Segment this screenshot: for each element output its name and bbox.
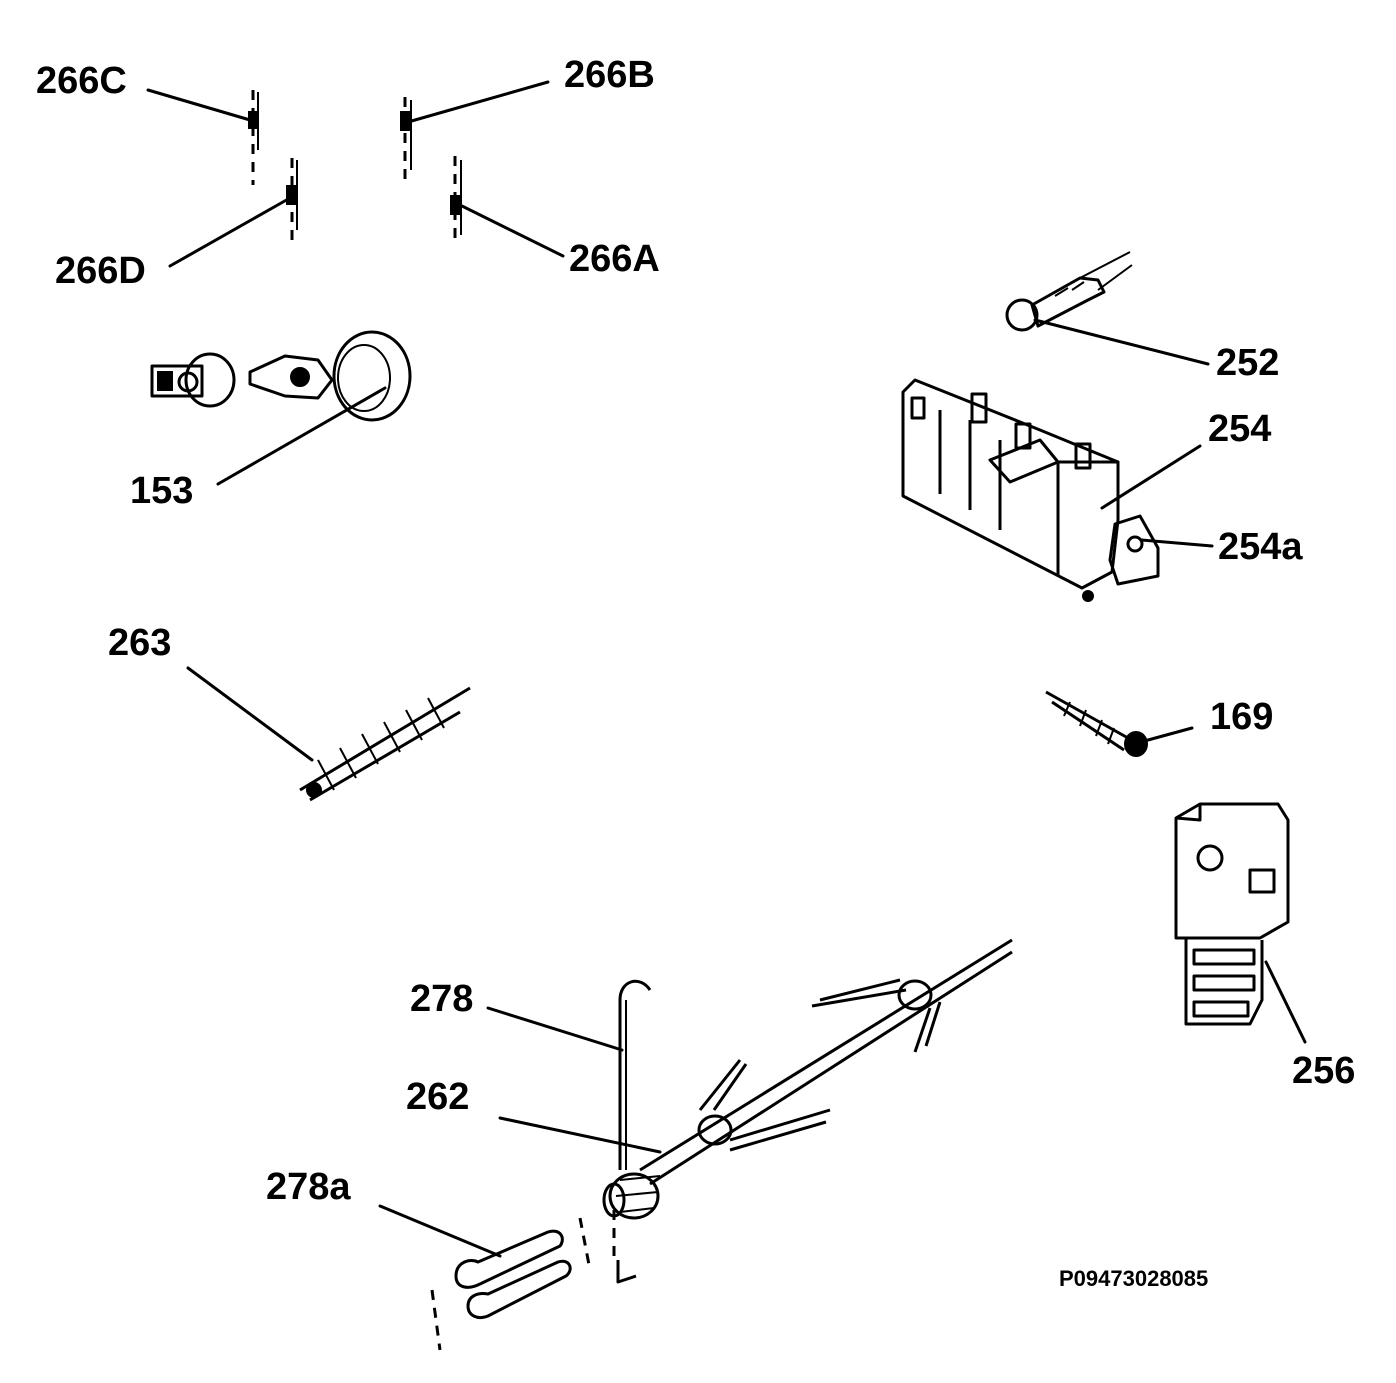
- leader-153: [216, 386, 387, 486]
- callout-266B: 266B: [564, 54, 655, 96]
- part-252-electrode: [1005, 251, 1133, 332]
- part-266D-pin: [286, 158, 298, 246]
- leader-252: [1033, 318, 1210, 366]
- leader-256: [1264, 960, 1307, 1044]
- callout-263: 263: [108, 622, 172, 664]
- leader-254: [1100, 444, 1202, 510]
- leader-266C: [146, 88, 252, 122]
- callout-262: 262: [406, 1076, 470, 1118]
- leader-262: [498, 1116, 662, 1154]
- part-266A-pin: [450, 156, 462, 242]
- callout-266D: 266D: [55, 250, 146, 292]
- part-262-rotisserie-spit: [602, 938, 1013, 1220]
- callout-254: 254: [1208, 408, 1272, 450]
- callout-169: 169: [1210, 696, 1274, 738]
- part-278a-handle: [430, 1217, 592, 1351]
- part-153-knob-assembly: [150, 330, 412, 422]
- leader-278a: [378, 1204, 502, 1258]
- leader-263: [186, 666, 314, 762]
- callout-278a: 278a: [266, 1166, 351, 1208]
- part-278-clip: [612, 979, 652, 1284]
- leader-278: [486, 1006, 624, 1052]
- part-254a-bracket: [1108, 514, 1160, 586]
- document-reference: P09473028085: [1059, 1266, 1209, 1291]
- callout-153: 153: [130, 470, 194, 512]
- part-256-switch: [1174, 802, 1290, 1026]
- part-266B-pin: [400, 97, 412, 185]
- part-169-screw: [1045, 690, 1148, 757]
- callout-266C: 266C: [36, 60, 127, 102]
- leader-266B: [406, 80, 550, 124]
- callout-278: 278: [410, 978, 474, 1020]
- part-266C-pin: [248, 90, 259, 185]
- callout-252: 252: [1216, 342, 1280, 384]
- part-254-ignition-box: [901, 378, 1120, 602]
- leader-254a: [1140, 538, 1214, 548]
- callout-266A: 266A: [569, 238, 660, 280]
- leader-266D: [168, 196, 292, 268]
- leader-266A: [460, 204, 565, 258]
- callout-254a: 254a: [1218, 526, 1303, 568]
- callout-256: 256: [1292, 1050, 1356, 1092]
- leader-169: [1146, 726, 1194, 742]
- part-263-spring: [299, 686, 471, 802]
